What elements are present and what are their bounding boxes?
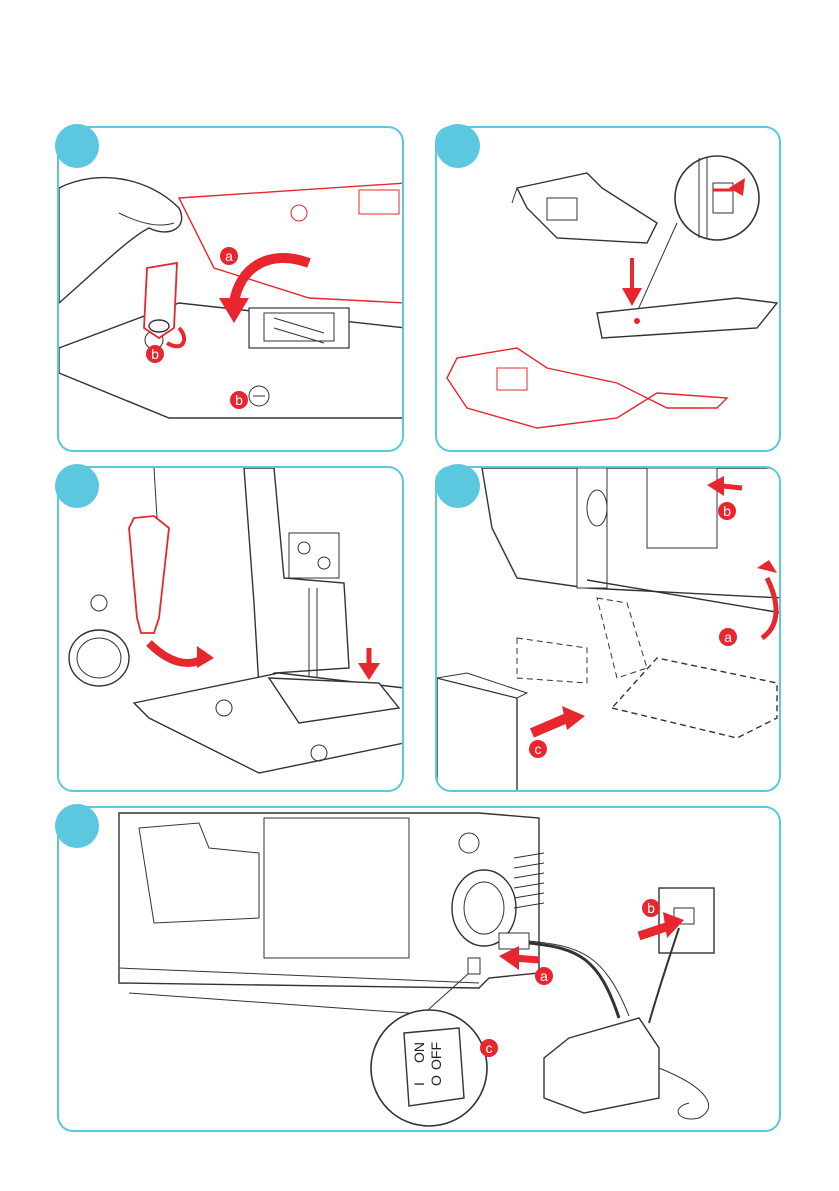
- label-b: b: [647, 900, 655, 916]
- step-marker-2: [436, 124, 480, 168]
- panel-remove-needle-plate: a b b: [57, 126, 404, 452]
- step-marker-5: [55, 804, 99, 848]
- switch-label-o: O: [428, 1075, 444, 1086]
- tighten-screw-illustration: [59, 468, 404, 792]
- panel-accessory-tray: b a c: [435, 466, 781, 792]
- panel-tighten-screw: [57, 466, 404, 792]
- step-marker-3: [55, 464, 99, 508]
- label-b-first: b: [151, 346, 159, 362]
- panel-power-connection: ON OFF I O a b c: [57, 806, 781, 1132]
- switch-label-on: ON: [411, 1042, 427, 1063]
- power-connection-illustration: ON OFF I O a b c: [59, 808, 781, 1132]
- label-a: a: [724, 629, 732, 645]
- label-a: a: [225, 248, 233, 264]
- label-b-second: b: [235, 392, 243, 408]
- label-a: a: [540, 968, 548, 984]
- panel-presser-foot: [435, 126, 781, 452]
- label-c: c: [486, 1040, 493, 1056]
- step-marker-1: [55, 124, 99, 168]
- needle-plate-illustration: a b b: [59, 128, 404, 452]
- label-c: c: [535, 741, 542, 757]
- switch-label-off: OFF: [428, 1042, 444, 1070]
- accessory-tray-illustration: b a c: [437, 468, 781, 792]
- switch-label-i: I: [411, 1082, 427, 1086]
- step-marker-4: [436, 464, 480, 508]
- presser-foot-illustration: [437, 128, 781, 452]
- label-b: b: [723, 503, 731, 519]
